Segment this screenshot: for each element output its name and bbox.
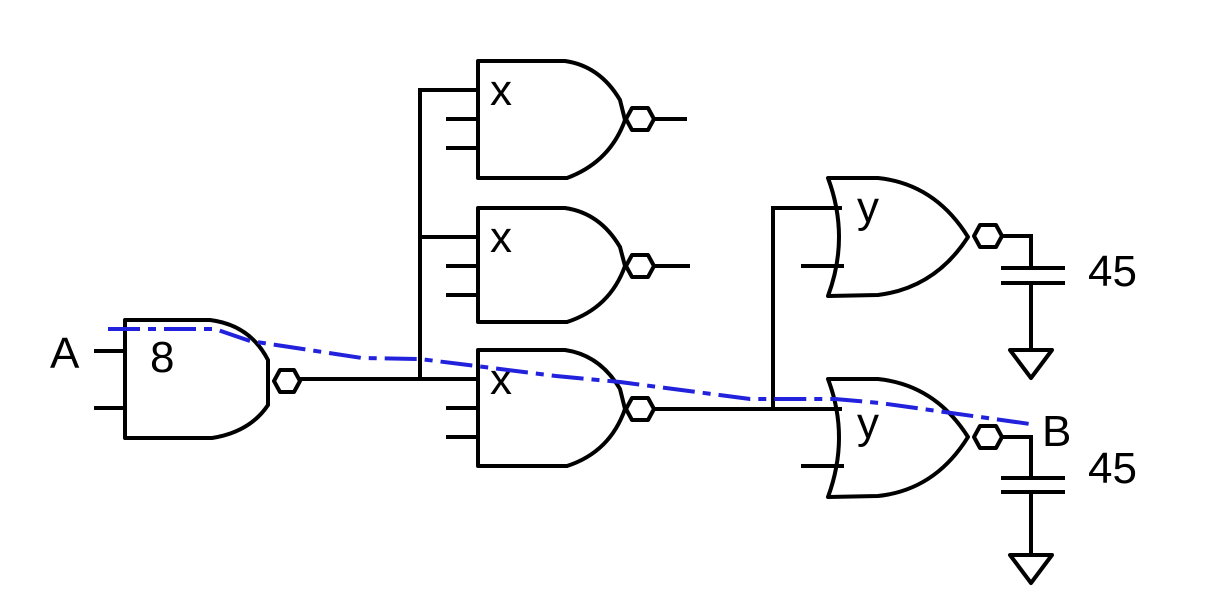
critical-path-line — [108, 327, 1031, 426]
nor-top-size-label: y — [857, 183, 879, 232]
nand3-gate-middle: x — [446, 206, 690, 324]
nand3-middle-size-label: x — [490, 213, 512, 262]
cap-bottom-plates — [1000, 435, 1065, 557]
fanout-wires — [298, 88, 480, 381]
nand3-bottom-inputs — [446, 406, 480, 439]
nor-bottom-size-label: y — [857, 399, 879, 448]
nor-top-body — [826, 176, 970, 298]
input-a-label: A — [50, 329, 80, 378]
nand3-middle-inputs — [446, 264, 480, 297]
cap-bottom-value: 45 — [1088, 444, 1137, 493]
nand2-inversion-bubble — [272, 368, 302, 394]
nand2-body — [123, 318, 270, 440]
cap-top-value: 45 — [1088, 247, 1137, 296]
nand3-bottom-inversion-bubble — [624, 396, 656, 422]
nand2-gate: 8 — [94, 318, 302, 440]
nor-gate-top: y — [801, 176, 1004, 298]
nor-bottom-body — [826, 377, 970, 499]
nand3-gate-top: x — [446, 59, 687, 180]
ground-top-icon — [1008, 348, 1054, 380]
nor-gate-bottom: y — [801, 377, 1004, 499]
nand3-gate-bottom: x — [446, 348, 656, 468]
nand3-middle-inversion-bubble — [624, 253, 656, 279]
input-a: A — [50, 329, 127, 378]
nand2-size-label: 8 — [150, 333, 174, 382]
nand3-top-size-label: x — [490, 66, 512, 115]
ground-bottom-icon — [1008, 553, 1054, 585]
nor-fanout-wires — [652, 206, 842, 411]
load-capacitor-top: 45 — [1000, 234, 1137, 380]
nor-bottom-inversion-bubble — [972, 424, 1004, 450]
nand3-top-inversion-bubble — [624, 106, 656, 132]
load-capacitor-bottom: 45 — [1000, 435, 1137, 585]
output-b-label: B — [1042, 407, 1071, 456]
nand3-top-inputs — [446, 117, 480, 150]
nor-top-inversion-bubble — [972, 223, 1004, 249]
cap-top-plates — [1000, 234, 1065, 352]
nand3-bottom-size-label: x — [490, 355, 512, 404]
